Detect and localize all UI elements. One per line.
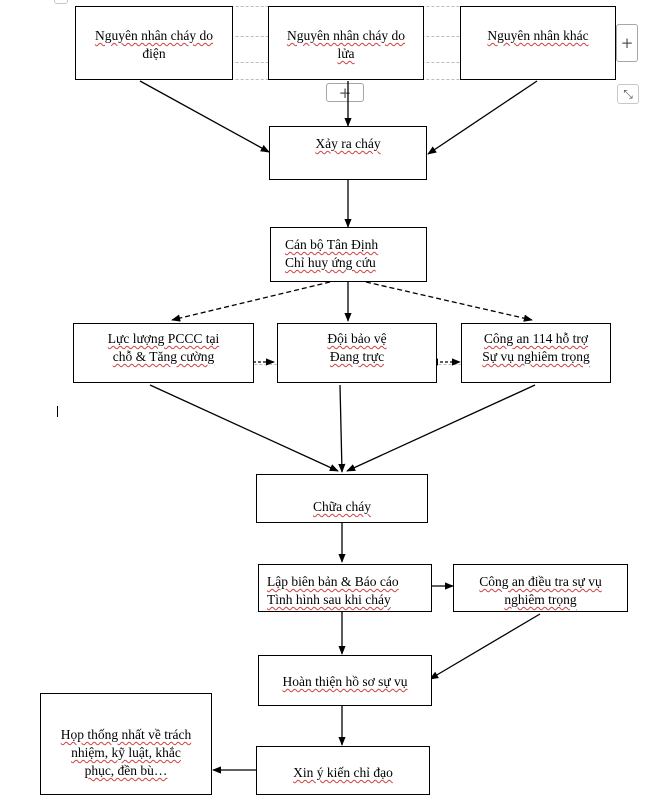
box-cause-other: Nguyên nhân khác	[460, 6, 616, 80]
box-text-line: nhiệm, kỹ luật, khắc	[71, 745, 181, 760]
text-cursor	[57, 406, 58, 417]
box-text-line: nghiêm trọng	[504, 592, 577, 607]
box-fire-occurs: Xảy ra cháy	[269, 126, 427, 180]
box-text-line: Hoàn thiện hồ sơ sự vụ	[282, 674, 408, 689]
box-text-line: Chữa cháy	[313, 499, 371, 514]
box-meeting: Họp thống nhất về trách nhiệm, kỹ luật, …	[40, 693, 212, 795]
box-text-line: Chỉ huy ứng cứu	[285, 255, 376, 270]
box-commander: Cán bộ Tân Định Chỉ huy ứng cứu	[270, 227, 427, 282]
arrow-security-to-firefighting	[338, 384, 346, 473]
box-pccc-force: Lực lượng PCCC tại chỗ & Tăng cường	[73, 323, 254, 383]
box-cause-electric: Nguyên nhân cháy do điện	[75, 6, 233, 80]
box-text-line: điện	[142, 46, 166, 61]
table-move-handle[interactable]	[54, 0, 68, 4]
box-text-line: Đội bảo vệ	[327, 331, 387, 346]
box-text-line: Cán bộ Tân Định	[285, 237, 379, 252]
arrow-commander-to-police	[365, 281, 533, 322]
box-text-line: Sự vụ nghiêm trọng	[482, 349, 590, 364]
box-cause-fire: Nguyên nhân cháy do lửa	[268, 6, 424, 80]
box-text-line: Công an điều tra sự vụ	[479, 574, 602, 589]
box-text-line: Lập biên bản & Báo cáo	[267, 574, 399, 589]
box-text-line: Nguyên nhân cháy do	[94, 28, 214, 43]
box-text-line: Nguyên nhân cháy do	[286, 28, 406, 43]
arrow-electric-to-fire	[139, 80, 270, 153]
box-text-line: Nguyên nhân khác	[487, 28, 589, 43]
arrow-pccc-to-firefighting	[149, 384, 339, 472]
box-text-line: Xin ý kiến chỉ đạo	[293, 765, 393, 780]
add-column-button[interactable]: +	[616, 24, 638, 62]
box-firefighting: Chữa cháy	[256, 474, 428, 523]
box-text-line: Họp thống nhất về trách	[60, 727, 192, 742]
box-report: Lập biên bản & Báo cáo Tình hình sau khi…	[258, 564, 432, 612]
box-text-line: lửa	[337, 46, 355, 61]
arrow-other-to-fire	[427, 80, 538, 155]
box-request-guidance: Xin ý kiến chỉ đạo	[256, 746, 430, 795]
box-text-line: chỗ & Tăng cường	[112, 349, 215, 364]
arrow-police-to-firefighting	[346, 384, 536, 472]
resize-handle[interactable]: ⤡	[617, 84, 639, 104]
box-complete-records: Hoàn thiện hồ sơ sự vụ	[258, 655, 432, 706]
arrow-commander-to-pccc	[171, 281, 331, 322]
box-text-line: Lực lượng PCCC tại	[107, 331, 220, 346]
box-police-support: Công an 114 hỗ trợ Sự vụ nghiêm trọng	[461, 323, 611, 383]
box-text-line: Tình hình sau khi cháy	[267, 592, 391, 607]
box-security-team: Đội bảo vệ Đang trực	[277, 323, 437, 383]
box-text-line: phục, đền bù…	[84, 763, 168, 778]
box-police-investigation: Công an điều tra sự vụ nghiêm trọng	[453, 564, 628, 612]
arrow-investigation-to-records	[429, 613, 541, 680]
box-text-line: Đang trực	[329, 349, 385, 364]
box-text-line: Xảy ra cháy	[315, 136, 381, 151]
box-text-line: Công an 114 hỗ trợ	[483, 331, 589, 346]
